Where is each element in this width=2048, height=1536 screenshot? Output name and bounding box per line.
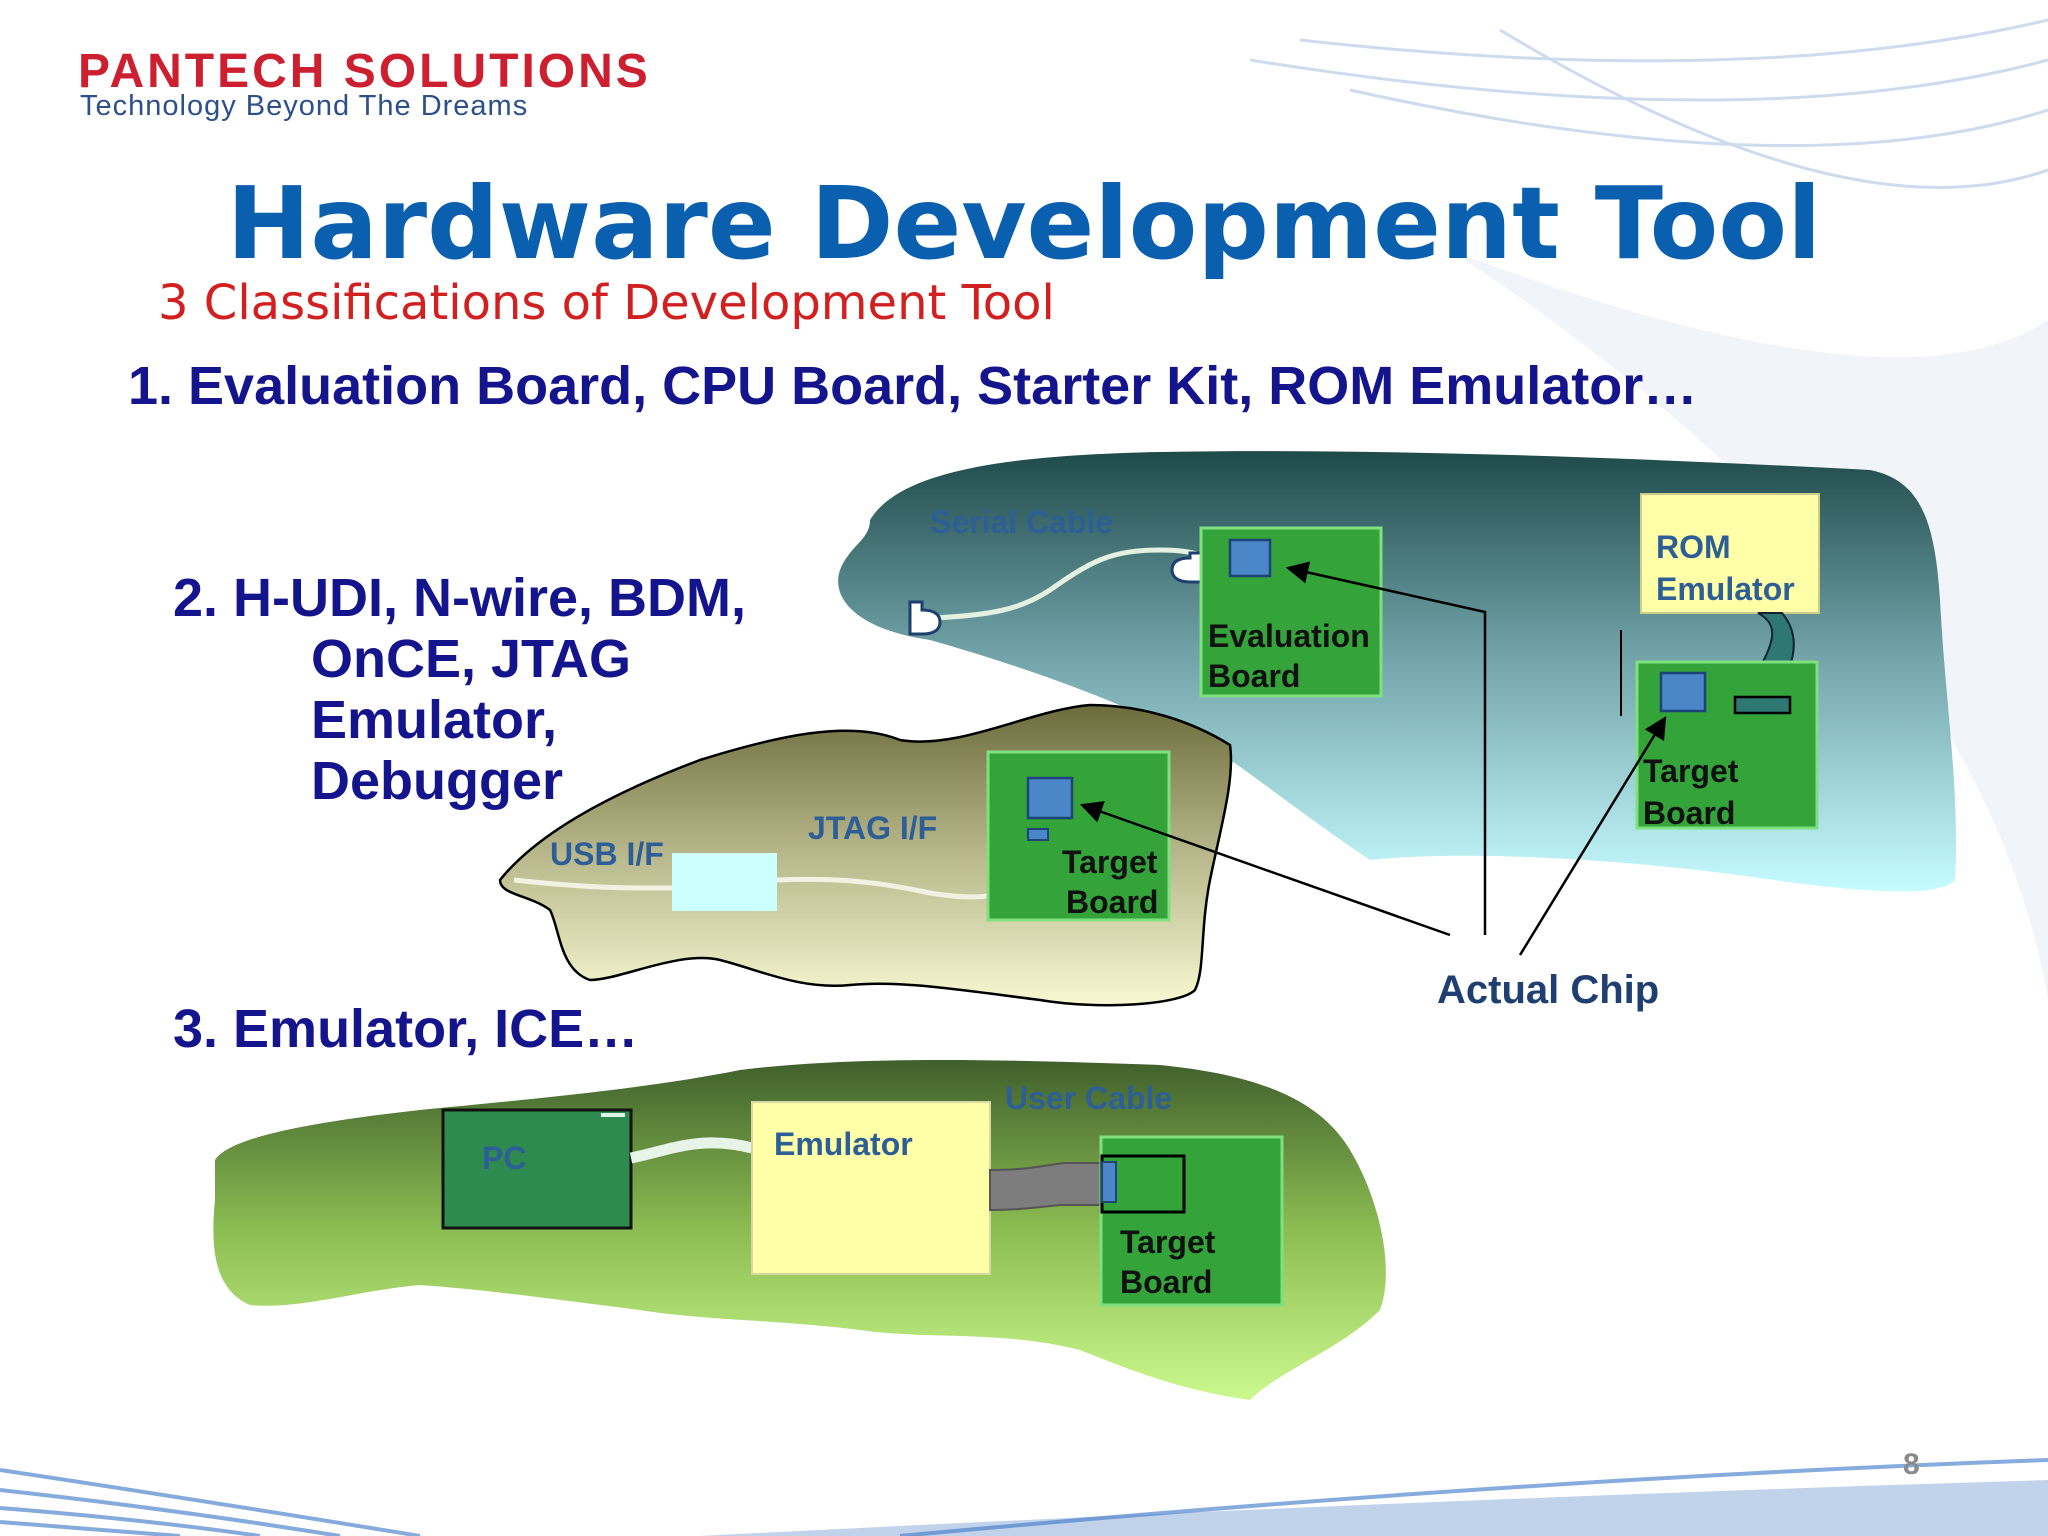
user-cable-label: User Cable [1005, 1080, 1173, 1116]
classification-item-2-line-3: Emulator, [311, 690, 558, 750]
target-mid-chip-icon [1026, 776, 1074, 820]
classification-item-2-line-2: OnCE, JTAG [311, 629, 632, 689]
serial-connector-right-icon [1170, 551, 1207, 584]
user-cable-plug [1101, 1161, 1117, 1203]
decorative-swoosh-bottom [0, 1458, 2048, 1536]
decorative-swoosh-right [1450, 250, 2048, 1000]
target-board-middle-label: Target Board [1062, 842, 1158, 922]
classification-item-2-line-4: Debugger [311, 751, 564, 811]
user-cable [989, 1162, 1103, 1212]
pc-box [441, 1108, 633, 1230]
slide-title: Hardware Development Tool [226, 165, 1822, 282]
usb-if-label: USB I/F [550, 836, 664, 872]
target-board-bottom-label-line-1: Target [1120, 1224, 1216, 1260]
page-number: 8 [1903, 1448, 1920, 1481]
target-board-top-label-line-1: Target [1643, 753, 1739, 789]
evaluation-board-label-line-2: Board [1208, 658, 1301, 694]
target-board-bottom-label-line-2: Board [1120, 1264, 1213, 1300]
serial-cable-label: Serial Cable [930, 504, 1114, 540]
evaluation-board [1199, 526, 1383, 698]
evaluation-board-label: Evaluation Board [1208, 616, 1370, 696]
target-top-chip-icon [1659, 671, 1707, 713]
logo-company-name: PANTECH SOLUTIONS [78, 45, 651, 98]
rom-emulator-label-line-1: ROM [1656, 529, 1731, 565]
rom-emulator-box [1640, 493, 1820, 614]
serial-connector-left-icon [908, 600, 942, 636]
pc-label: PC [482, 1140, 527, 1176]
decorative-swoosh-base [700, 1480, 2048, 1536]
rom-emulator-label: ROM Emulator [1656, 526, 1795, 610]
decorative-swoosh-top [1249, 18, 2048, 189]
emulator-label: Emulator [774, 1126, 913, 1162]
evaluation-board-label-line-1: Evaluation [1208, 618, 1370, 654]
rom-emulator-label-line-2: Emulator [1656, 571, 1795, 607]
classification-item-2: 2. H-UDI, N-wire, BDM, OnCE, JTAG Emulat… [173, 568, 746, 812]
pc-cable [629, 1137, 754, 1164]
actual-chip-pointers [1079, 561, 1667, 956]
classification-item-1: 1. Evaluation Board, CPU Board, Starter … [128, 356, 1698, 416]
logo-tagline: Technology Beyond The Dreams [80, 90, 529, 122]
jtag-if-label: JTAG I/F [808, 810, 938, 846]
target-board-bottom-label: Target Board [1120, 1222, 1215, 1302]
target-board-top-label: Target Board [1643, 750, 1738, 834]
actual-chip-label: Actual Chip [1437, 968, 1660, 1012]
rom-socket-icon [1733, 695, 1792, 715]
classification-item-3: 3. Emulator, ICE… [173, 999, 639, 1059]
jtag-connector-icon [1027, 828, 1049, 841]
usb-jtag-interface-box [672, 853, 777, 911]
target-board-top-label-line-2: Board [1643, 795, 1736, 831]
target-board-middle-label-line-1: Target [1062, 844, 1158, 880]
usb-cable [513, 877, 672, 891]
pc-indicator [601, 1113, 625, 1117]
target-board-middle-label-line-2: Board [1066, 884, 1159, 920]
slide-subtitle: 3 Classifications of Development Tool [158, 275, 1055, 331]
target-board-middle [986, 750, 1171, 922]
evaluation-chip-icon [1228, 538, 1272, 578]
classification-item-2-line-1: 2. H-UDI, N-wire, BDM, [173, 568, 747, 628]
